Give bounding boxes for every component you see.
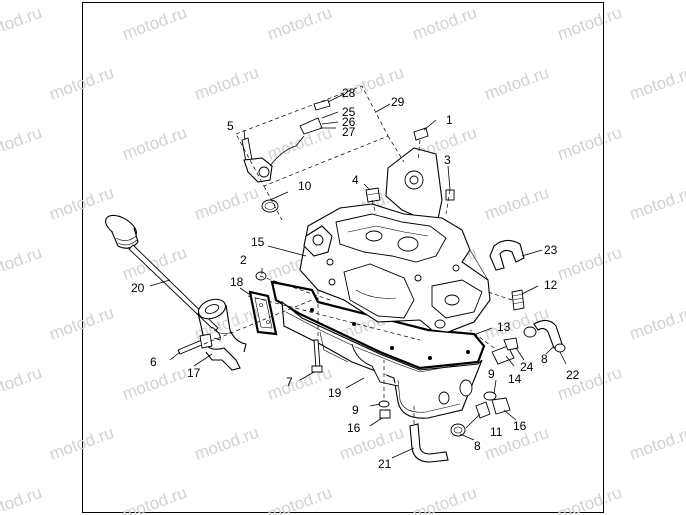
callout-25: 25 <box>342 105 356 119</box>
callout-11: 11 <box>490 425 503 439</box>
callout-22: 22 <box>566 368 580 382</box>
watermark-text: motod.ru <box>47 63 117 104</box>
callout-29: 29 <box>391 95 405 109</box>
watermark-text: motod.ru <box>627 63 686 104</box>
callout-17: 17 <box>187 366 201 380</box>
sensor-5-part <box>241 99 331 183</box>
callout-6: 6 <box>150 355 157 369</box>
watermark-text: motod.ru <box>410 483 480 515</box>
watermark-text: motod.ru <box>627 423 686 464</box>
callout-2: 2 <box>240 253 247 267</box>
watermark-text: motod.ru <box>555 123 625 164</box>
oil-pan-part <box>281 300 483 419</box>
clamp-8-lower-part <box>450 423 466 437</box>
callout-7: 7 <box>286 375 293 389</box>
callout-13: 13 <box>497 320 511 334</box>
hose-22-part <box>523 319 566 353</box>
hose-21-part <box>409 423 449 463</box>
part-1-plug <box>413 127 429 141</box>
hose-23-part <box>489 239 525 271</box>
part-4-plug <box>365 187 381 203</box>
callout-16-right: 16 <box>513 419 527 433</box>
callout-28: 28 <box>342 86 356 100</box>
watermark-text: motod.ru <box>192 423 262 464</box>
callout-18: 18 <box>230 275 244 289</box>
watermark-text: motod.ru <box>482 63 552 104</box>
callout-5: 5 <box>227 119 234 133</box>
watermark-text: motod.ru <box>0 483 44 515</box>
callout-23: 23 <box>544 243 558 257</box>
watermark-text: motod.ru <box>555 243 625 284</box>
callout-8-right: 8 <box>541 352 548 366</box>
watermark-text: motod.ru <box>410 3 480 44</box>
watermark-text: motod.ru <box>627 303 686 344</box>
callout-26: 26 <box>342 115 356 129</box>
watermark-text: motod.ru <box>47 303 117 344</box>
watermark-text: motod.ru <box>120 483 190 515</box>
drain-plug-lower-part <box>378 400 391 419</box>
transmission-housing-part <box>299 147 491 333</box>
filler-neck-part <box>197 298 247 371</box>
callout-4: 4 <box>352 173 359 187</box>
watermark-text: motod.ru <box>0 3 44 44</box>
callout-24: 24 <box>520 360 534 374</box>
watermark-text: motod.ru <box>482 183 552 224</box>
watermark-text: motod.ru <box>555 3 625 44</box>
callout-8-lower: 8 <box>474 439 481 453</box>
callout-15: 15 <box>251 235 265 249</box>
fitting-12-part <box>511 289 525 311</box>
bolt-7-part <box>311 339 323 373</box>
watermark-text: motod.ru <box>192 63 262 104</box>
callout-9-right: 9 <box>488 367 495 381</box>
watermark-text: motod.ru <box>265 363 335 404</box>
watermark-text: motod.ru <box>555 483 625 515</box>
watermark-text: motod.ru <box>0 243 44 284</box>
watermark-text: motod.ru <box>120 363 190 404</box>
callout-21: 21 <box>378 457 392 471</box>
watermark-text: motod.ru <box>627 183 686 224</box>
watermark-text: motod.ru <box>265 483 335 515</box>
callout-9-lower: 9 <box>352 403 359 417</box>
watermark-text: motod.ru <box>0 123 44 164</box>
watermark-text: motod.ru <box>192 183 262 224</box>
watermark-text: motod.ru <box>120 123 190 164</box>
watermark-text: motod.ru <box>47 183 117 224</box>
watermark-text: motod.ru <box>120 3 190 44</box>
alignment-lines <box>203 139 513 424</box>
callout-27: 27 <box>342 125 356 139</box>
callout-16-lower: 16 <box>347 421 361 435</box>
callout-12: 12 <box>544 278 558 292</box>
callout-19: 19 <box>328 386 342 400</box>
gasket-13-part <box>270 280 486 370</box>
callout-10: 10 <box>298 179 312 193</box>
watermark-text: motod.ru <box>0 363 44 404</box>
leader-lines <box>149 93 567 459</box>
dipstick-part <box>105 214 221 341</box>
callout-3: 3 <box>444 153 451 167</box>
gasket-18-part <box>248 290 278 336</box>
o-ring-10-part <box>261 199 279 213</box>
watermark-text: motod.ru <box>265 123 335 164</box>
watermark-text: motod.ru <box>47 423 117 464</box>
callout-14: 14 <box>508 372 522 386</box>
callout-labels: 1 2 3 4 5 6 7 8 8 9 9 10 11 12 13 14 15 … <box>131 86 580 471</box>
watermark-text: motod.ru <box>265 3 335 44</box>
callout-1: 1 <box>446 113 453 127</box>
elbow-14-part <box>491 337 519 365</box>
plug-16-right-part <box>483 391 511 415</box>
kit-bracket <box>235 85 405 221</box>
callout-20: 20 <box>131 281 145 295</box>
